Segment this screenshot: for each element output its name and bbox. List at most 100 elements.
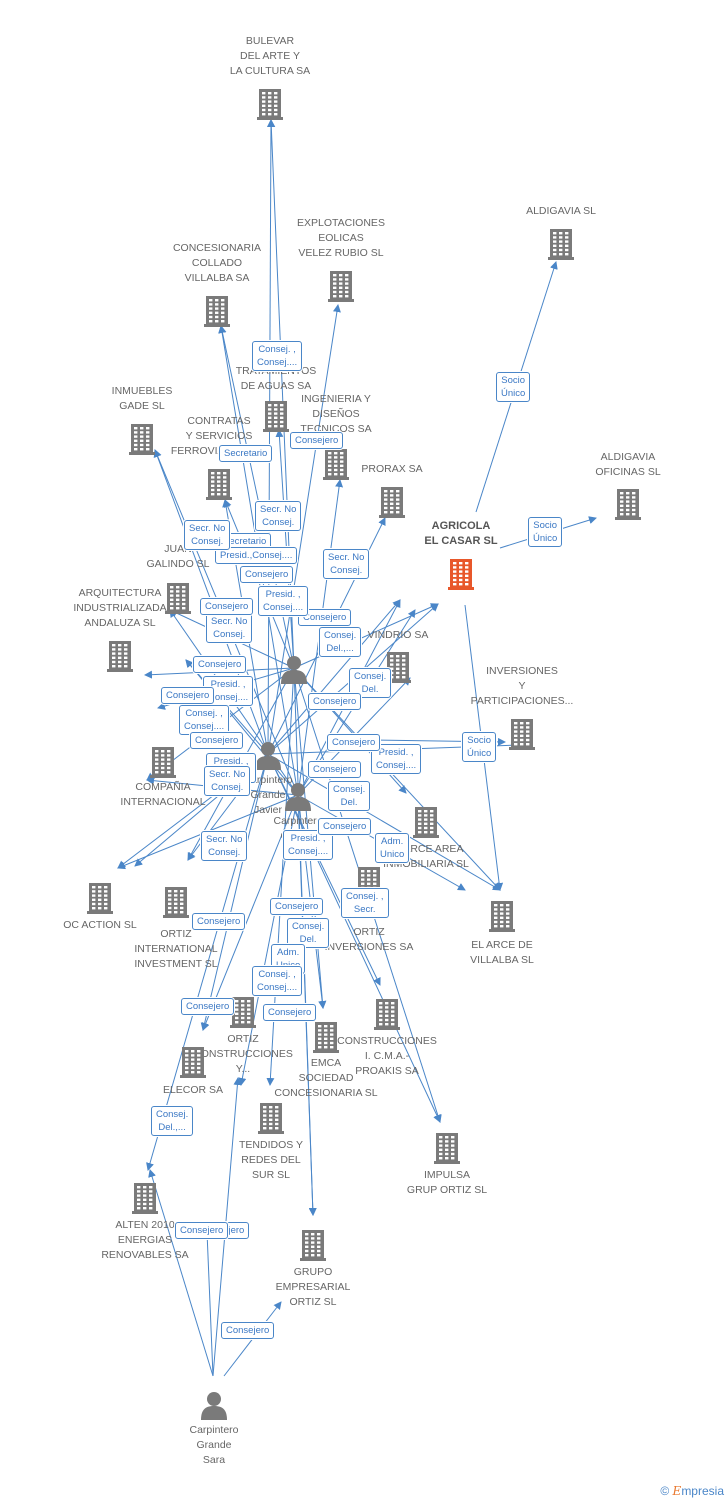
company-name: ARQUITECTURA INDUSTRIALIZADA ANDALUZA SL — [73, 587, 167, 629]
building-icon — [180, 1047, 206, 1078]
relationship-badge[interactable]: Consejero — [161, 687, 215, 704]
relationship-badge[interactable]: Consejero — [270, 898, 324, 915]
building-icon — [206, 469, 232, 500]
relationship-badge[interactable]: Consejero — [193, 656, 247, 673]
company-node[interactable]: AGRICOLA EL CASAR SL — [396, 519, 526, 590]
relationship-badge[interactable]: Consejero — [308, 693, 362, 710]
relationship-badge[interactable]: Presid.,Consej.... — [215, 547, 298, 564]
building-icon — [448, 559, 474, 590]
company-icon — [202, 292, 232, 328]
person-node[interactable] — [229, 653, 359, 687]
relationship-badge[interactable]: Secr. No Consej. — [204, 766, 251, 796]
person-node[interactable]: Carpintero Grande Sara — [149, 1389, 279, 1468]
building-icon — [323, 449, 349, 480]
company-name: EMCA SOCIEDAD CONCESIONARIA SL — [274, 1057, 378, 1099]
relationship-badge[interactable]: Consejero — [181, 998, 235, 1015]
company-name: EXPLOTACIONES EOLICAS VELEZ RUBIO SL — [297, 217, 385, 259]
company-node[interactable]: COMPAÑIA INTERNACIONAL — [98, 747, 228, 810]
relationship-badge[interactable]: Socio Único — [496, 372, 531, 402]
company-node[interactable]: OC ACTION SL — [35, 883, 165, 933]
relationship-badge[interactable]: Socio Único — [528, 517, 563, 547]
relationship-badge[interactable]: Secr. No Consej. — [255, 501, 302, 531]
relationship-edge — [267, 753, 441, 1123]
company-node[interactable]: TENDIDOS Y REDES DEL SUR SL — [206, 1103, 336, 1183]
building-icon — [258, 1103, 284, 1134]
relationship-badge[interactable]: Consej. Del. — [328, 781, 371, 811]
building-icon — [413, 807, 439, 838]
relationship-badge[interactable]: Consejero — [240, 566, 294, 583]
company-node[interactable]: BULEVAR DEL ARTE Y LA CULTURA SA — [205, 34, 335, 120]
company-node[interactable]: INGENIERIA Y DISEÑOS TECNICOS SA — [271, 392, 401, 480]
company-node[interactable]: EMCA SOCIEDAD CONCESIONARIA SL — [261, 1022, 391, 1101]
building-icon — [107, 641, 133, 672]
relationship-badge[interactable]: Consejero — [200, 598, 254, 615]
company-node[interactable]: VINDRIO SA — [333, 628, 463, 683]
relationship-badge[interactable]: Socio Único — [462, 732, 497, 762]
relationship-badge[interactable]: Adm. Unico — [375, 833, 410, 863]
relationship-badge[interactable]: Presid. , Consej.... — [258, 586, 309, 616]
building-icon — [263, 401, 289, 432]
relationship-badge[interactable]: Presid. , Consej.... — [283, 830, 334, 860]
company-name: ALTEN 2010 ENERGIAS RENOVABLES SA — [101, 1219, 189, 1261]
company-name: EL ARCE DE VILLALBA SL — [470, 939, 534, 966]
company-node[interactable]: EL ARCE DE VILLALBA SL — [437, 901, 567, 968]
building-icon — [379, 487, 405, 518]
relationship-badge[interactable]: Secretario — [219, 445, 273, 462]
relationship-badge[interactable]: Consejero — [192, 913, 246, 930]
relationship-badge[interactable]: Consej. Del.,... — [151, 1106, 194, 1136]
person-icon — [285, 783, 311, 811]
person-icon — [281, 656, 307, 684]
company-node[interactable]: INMUEBLES GADE SL — [77, 384, 207, 455]
relationship-badge[interactable]: Consejero — [308, 761, 362, 778]
company-name: ORTIZ CONSTRUCCIONES Y... — [193, 1033, 293, 1075]
relationship-edge — [200, 753, 269, 1031]
relationship-badge[interactable]: Consejero — [221, 1322, 275, 1339]
company-node[interactable]: GRUPO EMPRESARIAL ORTIZ SL — [248, 1230, 378, 1310]
relationship-badge[interactable]: Consejero — [190, 732, 244, 749]
company-node[interactable]: ELECOR SA — [128, 1047, 258, 1098]
relationship-badge[interactable]: Secr. No Consej. — [206, 613, 253, 643]
building-icon — [328, 271, 354, 302]
relationship-badge[interactable]: Consejero — [327, 734, 381, 751]
relationship-badge[interactable]: Consej. Del. — [287, 918, 330, 948]
company-node[interactable]: ALDIGAVIA OFICINAS SL — [563, 450, 693, 520]
relationship-badge[interactable]: Secr. No Consej. — [323, 549, 370, 579]
relationship-badge[interactable]: Consej. , Consej.... — [179, 705, 230, 735]
relationship-badge[interactable]: Consejero — [175, 1222, 229, 1239]
company-node[interactable]: CONCESIONARIA COLLADO VILLALBA SA — [152, 241, 282, 327]
company-node[interactable]: CONSTRUCCIONES I. C.M.A.- PROAKIS SA — [322, 999, 452, 1079]
company-node[interactable]: ORTIZ CONSTRUCCIONES Y... — [178, 997, 308, 1077]
relationship-badge[interactable]: Consejero — [298, 609, 352, 626]
relationship-badge[interactable]: Secr. No Consej. — [184, 520, 231, 550]
company-node[interactable]: PRORAX SA — [327, 462, 457, 518]
relationship-badge[interactable]: Consejero — [263, 1004, 317, 1021]
building-icon — [204, 296, 230, 327]
relationship-badge[interactable]: Consej. , Consej.... — [252, 966, 303, 996]
company-name: CONCESIONARIA COLLADO VILLALBA SA — [172, 242, 262, 284]
company-name: ALDIGAVIA SL — [526, 205, 596, 217]
relationship-badge[interactable]: Consej. Del.,... — [319, 627, 362, 657]
relationship-badge[interactable]: Secr. No Consej. — [201, 831, 248, 861]
company-node[interactable]: ALTEN 2010 ENERGIAS RENOVABLES SA — [80, 1183, 210, 1263]
relationship-badge[interactable]: Consejero — [318, 818, 372, 835]
company-icon — [298, 1226, 328, 1262]
relationship-edge — [206, 1231, 214, 1377]
building-icon — [230, 997, 256, 1028]
company-name: TENDIDOS Y REDES DEL SUR SL — [239, 1139, 303, 1181]
building-icon — [300, 1230, 326, 1261]
relationship-badge[interactable]: Consej. , Consej.... — [252, 341, 303, 371]
company-icon — [255, 85, 285, 121]
company-icon — [546, 225, 576, 261]
company-node[interactable]: IMPULSA GRUP ORTIZ SL — [382, 1133, 512, 1198]
company-node[interactable]: INVERSIONES Y PARTICIPACIONES... — [457, 664, 587, 750]
company-node[interactable]: ORTIZ INTERNATIONAL INVESTMENT SL — [111, 887, 241, 972]
brand-initial: E — [672, 1484, 682, 1498]
company-node[interactable]: ARQUITECTURA INDUSTRIALIZADA ANDALUZA SL — [55, 586, 185, 672]
relationship-badge[interactable]: Consej. , Secr. — [341, 888, 389, 918]
company-node[interactable]: ALDIGAVIA SL — [496, 204, 626, 260]
company-node[interactable]: JUAN GALINDO SL — [113, 542, 243, 614]
relationship-badge[interactable]: Consejero — [290, 432, 344, 449]
building-icon — [434, 1133, 460, 1164]
company-node[interactable]: EXPLOTACIONES EOLICAS VELEZ RUBIO SL — [276, 216, 406, 302]
